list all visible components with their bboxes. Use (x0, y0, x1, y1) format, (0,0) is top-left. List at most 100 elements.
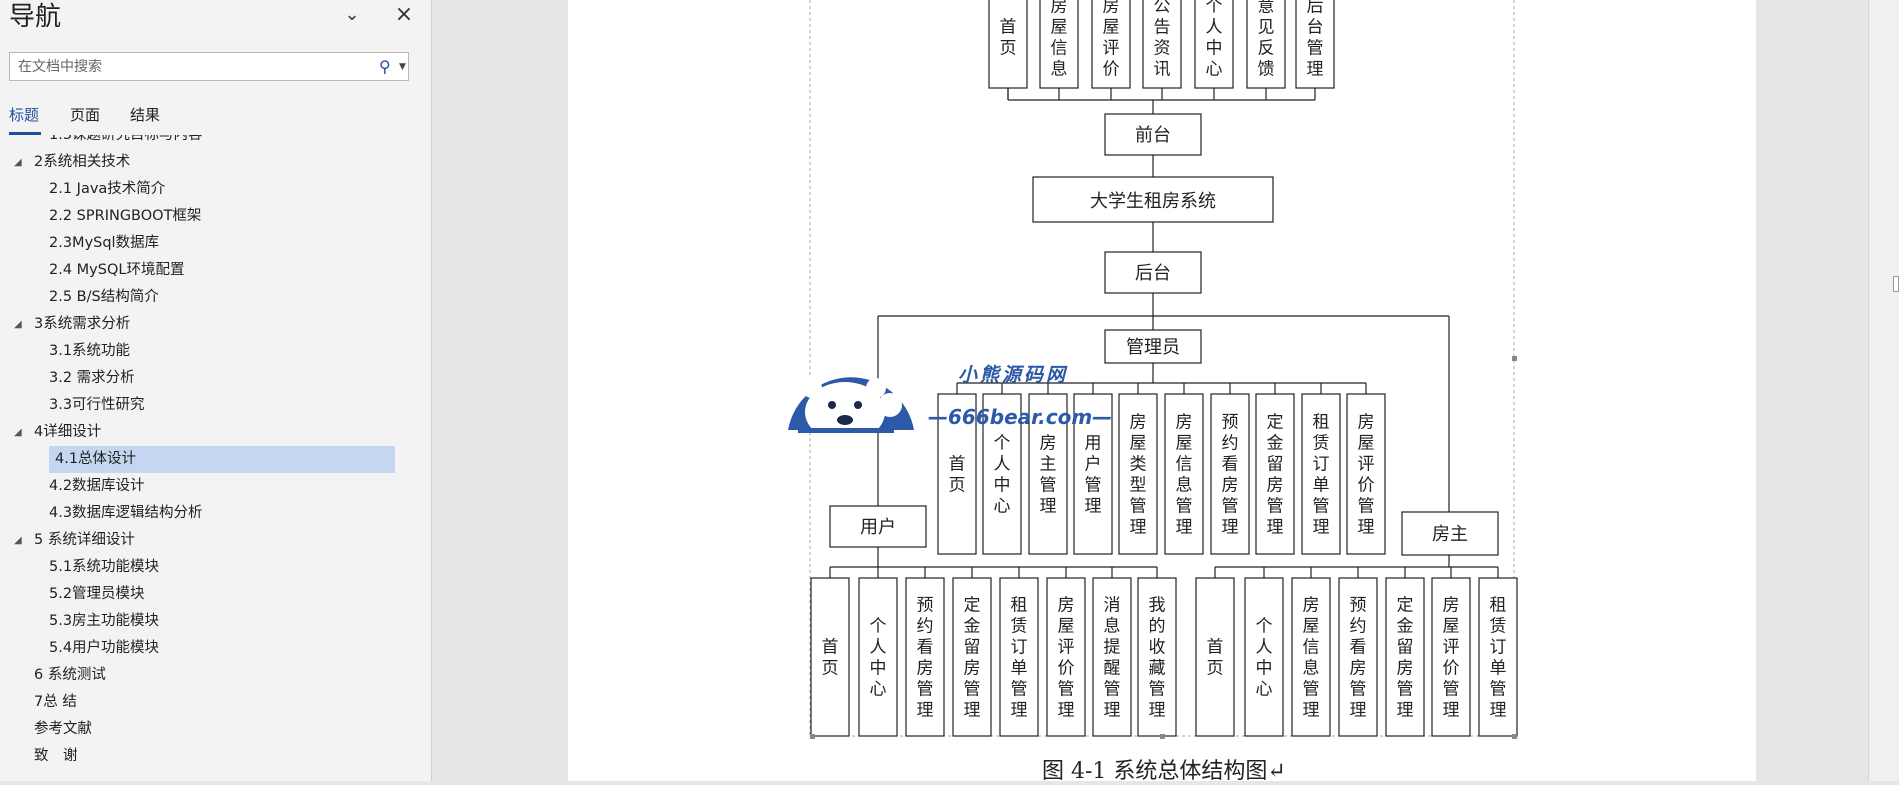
admin-module-box (1164, 393, 1204, 555)
front-module-label: 公告资讯 (1154, 0, 1171, 80)
outline-item-label: 5.3房主功能模块 (49, 613, 160, 629)
outline-item[interactable]: 致 谢 (0, 743, 431, 770)
user-module-label: 个人中心 (870, 617, 887, 700)
user-module-box (952, 577, 992, 737)
landlord-module-box (1195, 577, 1235, 737)
outline-item[interactable]: 2.5 B/S结构简介 (0, 284, 431, 311)
search-options-dropdown-icon[interactable]: ▼ (399, 62, 406, 72)
collapse-triangle-icon[interactable]: ◢ (14, 157, 22, 168)
frontend-label: 前台 (1135, 125, 1171, 146)
collapse-triangle-icon[interactable]: ◢ (14, 535, 22, 546)
outline-item[interactable]: 4详细设计 (0, 419, 431, 446)
outline-item-label: 7总 结 (34, 694, 77, 710)
admin-module-label: 租赁订单管理 (1313, 413, 1330, 538)
landlord-module-box (1431, 577, 1471, 737)
logo-shape (878, 393, 902, 417)
outline-item[interactable]: 4.1总体设计 (49, 446, 395, 473)
user-module-label: 消息提醒管理 (1104, 596, 1121, 721)
outline-item-label: 4详细设计 (34, 424, 102, 440)
user-module-label: 房屋评价管理 (1058, 596, 1075, 721)
logo-shape (866, 378, 886, 398)
logo-shape (805, 382, 885, 442)
admin-module-label: 定金留房管理 (1267, 413, 1284, 538)
tab-results[interactable]: 结果 (130, 106, 161, 124)
outline-item-label: 3.1系统功能 (49, 343, 131, 359)
admin-module-label: 用户管理 (1085, 434, 1102, 517)
front-module-box (1295, 0, 1335, 89)
outline-item[interactable]: 2.2 SPRINGBOOT框架 (0, 203, 431, 230)
outline-item[interactable]: 4.3数据库逻辑结构分析 (0, 500, 431, 527)
user-module-label: 首页 (822, 638, 839, 679)
outline-item[interactable]: 3.1系统功能 (0, 338, 431, 365)
outline-item[interactable]: 5.3房主功能模块 (0, 608, 431, 635)
landlord-module-label: 租赁订单管理 (1490, 596, 1507, 721)
outline-item[interactable]: 4.2数据库设计 (0, 473, 431, 500)
outline-item[interactable]: 5.2管理员模块 (0, 581, 431, 608)
user-module-box (905, 577, 945, 737)
outline-item[interactable]: 5.1系统功能模块 (0, 554, 431, 581)
outline-item[interactable]: 6 系统测试 (0, 662, 431, 689)
outline-item-label: 2.5 B/S结构简介 (49, 289, 159, 305)
collapse-triangle-icon[interactable]: ◢ (14, 319, 22, 330)
admin-module-label: 预约看房管理 (1222, 413, 1239, 538)
admin-module-box (1346, 393, 1386, 555)
landlord-module-box (1244, 577, 1284, 737)
user-module-box (858, 577, 898, 737)
landlord-module-label: 首页 (1207, 638, 1224, 679)
outline-item[interactable]: 2系统相关技术 (0, 149, 431, 176)
admin-label: 管理员 (1126, 337, 1180, 358)
outline-item-label: 4.1总体设计 (55, 451, 137, 467)
outline-item[interactable]: 3.2 需求分析 (0, 365, 431, 392)
outline-item[interactable]: 3.3可行性研究 (0, 392, 431, 419)
logo-shape (854, 401, 862, 409)
outline-item[interactable]: 参考文献 (0, 716, 431, 743)
chevron-down-icon[interactable]: ⌄ (344, 4, 360, 25)
admin-module-box (1118, 393, 1158, 555)
outline-item[interactable]: 5 系统详细设计 (0, 527, 431, 554)
front-module-label: 意见反馈 (1258, 0, 1275, 80)
resize-handle (810, 734, 815, 739)
admin-module-label: 房屋信息管理 (1176, 413, 1193, 538)
search-box: ⚲ ▼ (9, 52, 409, 81)
admin-module-label: 个人中心 (994, 434, 1011, 517)
admin-module-label: 房主管理 (1040, 434, 1057, 517)
resize-handle (1512, 356, 1517, 361)
logo-shape (802, 378, 822, 398)
outline-item[interactable]: 2.3MySql数据库 (0, 230, 431, 257)
resize-handle (1160, 734, 1165, 739)
tab-headings[interactable]: 标题 (9, 106, 40, 124)
user-module-label: 我的收藏管理 (1149, 596, 1166, 721)
outline-item[interactable]: 1.3课题研究目标与内容 (0, 135, 431, 149)
search-input[interactable] (10, 53, 386, 80)
watermark-title: 小熊源码网 (958, 364, 1068, 386)
front-module-label: 房屋信息 (1051, 0, 1068, 80)
admin-module-box (1073, 393, 1113, 555)
outline-item[interactable]: 7总 结 (0, 689, 431, 716)
vertical-scrollbar[interactable] (1868, 0, 1899, 781)
search-icon[interactable]: ⚲ (379, 57, 391, 76)
nav-title: 导航 (9, 2, 62, 32)
outline-item[interactable]: 3系统需求分析 (0, 311, 431, 338)
close-icon[interactable]: × (394, 2, 414, 27)
backend-label: 后台 (1135, 263, 1171, 284)
user-module-box (810, 577, 850, 737)
landlord-label: 房主 (1432, 524, 1468, 545)
landlord-module-label: 个人中心 (1256, 617, 1273, 700)
landlord-module-label: 房屋评价管理 (1443, 596, 1460, 721)
outline-item[interactable]: 2.4 MySQL环境配置 (0, 257, 431, 284)
scrollbar-thumb[interactable] (1893, 276, 1899, 292)
front-module-box (1246, 0, 1286, 89)
frontend-box (1104, 113, 1202, 156)
outline-item-label: 2.3MySql数据库 (49, 235, 160, 251)
landlord-module-box (1291, 577, 1331, 737)
outline-item-label: 4.3数据库逻辑结构分析 (49, 505, 203, 521)
outline-item-label: 3.2 需求分析 (49, 370, 135, 386)
outline-item[interactable]: 2.1 Java技术简介 (0, 176, 431, 203)
front-module-label: 个人中心 (1206, 0, 1223, 80)
tab-pages[interactable]: 页面 (70, 106, 101, 124)
outline-item[interactable]: 5.4用户功能模块 (0, 635, 431, 662)
logo-shape (798, 428, 894, 433)
outline-item-label: 2.1 Java技术简介 (49, 181, 166, 197)
collapse-triangle-icon[interactable]: ◢ (14, 427, 22, 438)
